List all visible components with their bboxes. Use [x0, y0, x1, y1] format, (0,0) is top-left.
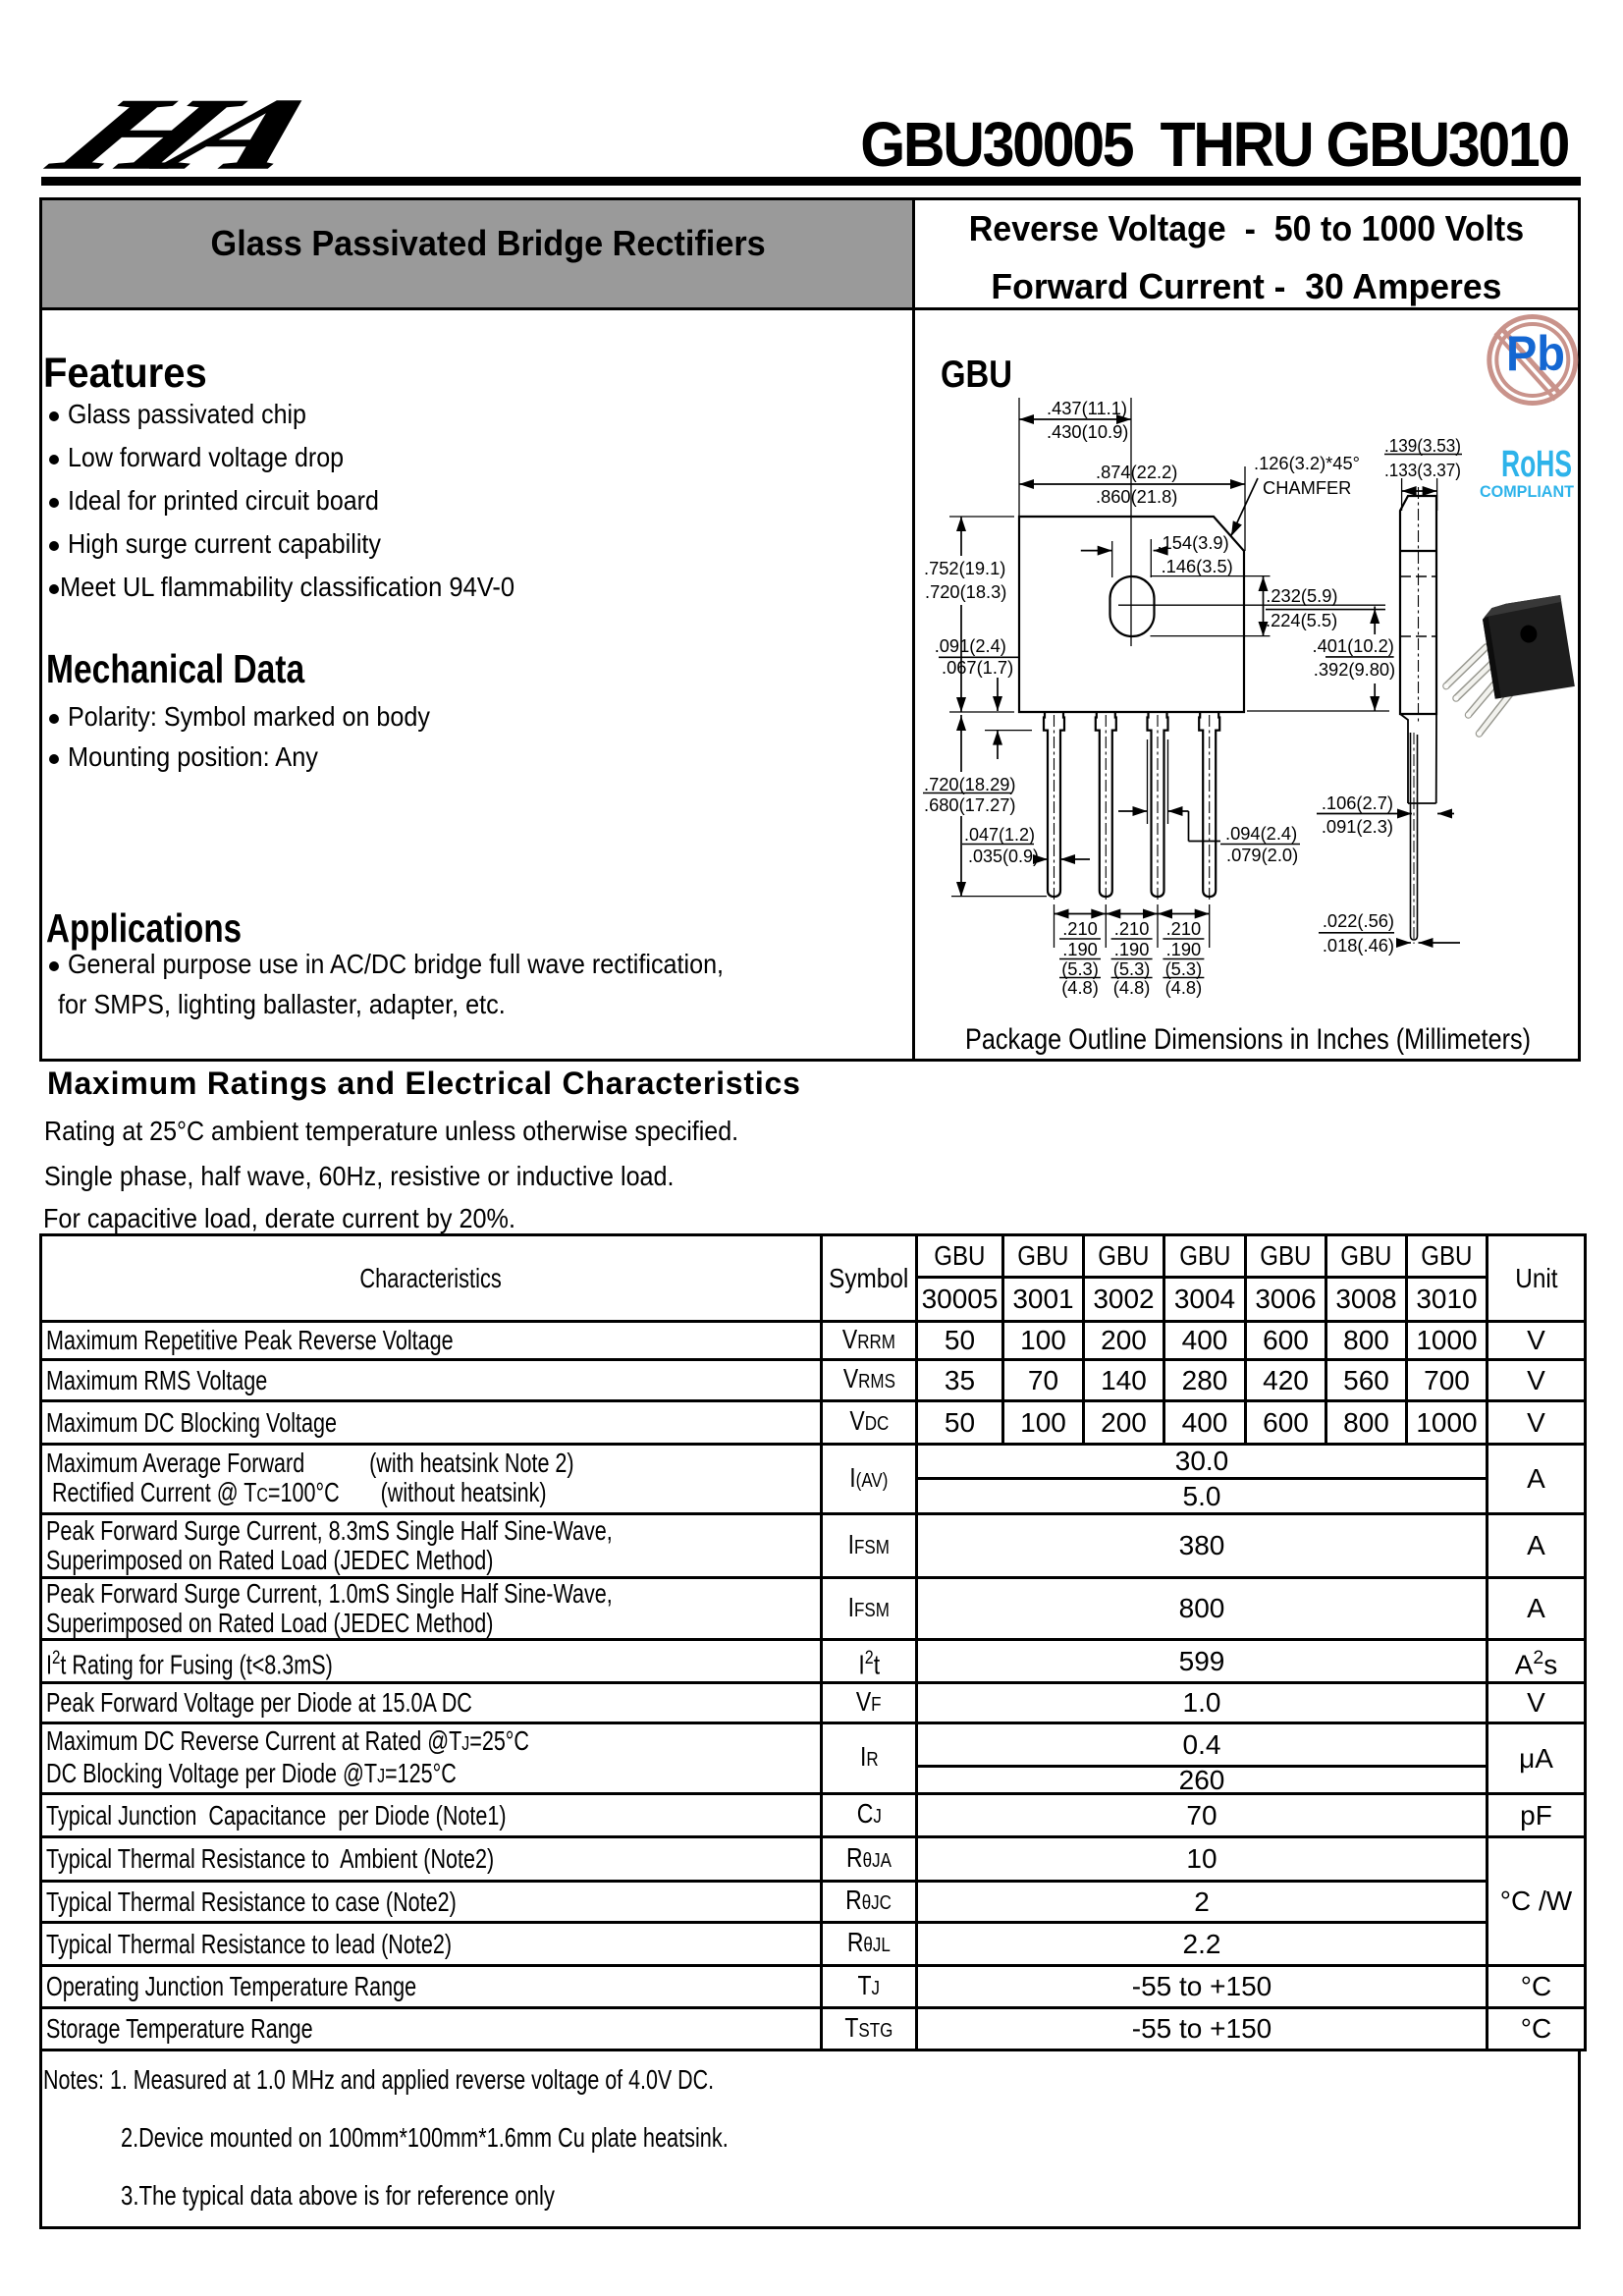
svg-text:.680(17.27): .680(17.27) — [924, 794, 1016, 815]
svg-text:.232(5.9): .232(5.9) — [1266, 585, 1337, 606]
svg-text:.720(18.3): .720(18.3) — [925, 581, 1006, 602]
svg-text:.035(0.9): .035(0.9) — [968, 847, 1039, 866]
svg-text:.210: .210 — [1062, 918, 1098, 939]
svg-text:(4.8): (4.8) — [1113, 977, 1151, 998]
svg-text:.154(3.9): .154(3.9) — [1158, 532, 1229, 553]
svg-text:.047(1.2): .047(1.2) — [964, 825, 1035, 845]
svg-text:(5.3): (5.3) — [1061, 958, 1099, 979]
svg-text:.146(3.5): .146(3.5) — [1162, 556, 1233, 576]
svg-text:GBU: GBU — [941, 354, 1012, 396]
svg-text:.437(11.1): .437(11.1) — [1047, 398, 1127, 418]
svg-text:.067(1.7): .067(1.7) — [942, 657, 1013, 678]
svg-text:(5.3): (5.3) — [1165, 958, 1203, 979]
svg-text:.022(.56): .022(.56) — [1323, 910, 1394, 931]
svg-text:.874(22.2): .874(22.2) — [1096, 462, 1177, 482]
svg-text:.430(10.9): .430(10.9) — [1047, 421, 1128, 442]
svg-text:Pb: Pb — [1506, 326, 1565, 381]
svg-text:(4.8): (4.8) — [1061, 977, 1099, 998]
svg-text:.094(2.4): .094(2.4) — [1225, 823, 1297, 844]
svg-text:.133(3.37): .133(3.37) — [1384, 460, 1461, 480]
svg-text:COMPLIANT: COMPLIANT — [1480, 482, 1575, 501]
svg-text:.106(2.7): .106(2.7) — [1322, 793, 1393, 813]
svg-text:.224(5.5): .224(5.5) — [1266, 610, 1337, 630]
svg-text:CHAMFER: CHAMFER — [1263, 477, 1351, 498]
svg-text:.190: .190 — [1166, 939, 1202, 959]
svg-text:.190: .190 — [1114, 939, 1150, 959]
svg-text:.091(2.4): .091(2.4) — [935, 635, 1006, 656]
svg-text:.079(2.0): .079(2.0) — [1226, 845, 1298, 865]
svg-text:RoHS: RoHS — [1501, 444, 1572, 485]
svg-text:.860(21.8): .860(21.8) — [1096, 486, 1177, 507]
svg-text:HA: HA — [39, 88, 314, 182]
svg-text:(4.8): (4.8) — [1165, 977, 1203, 998]
svg-text:.210: .210 — [1166, 918, 1202, 939]
svg-text:.210: .210 — [1114, 918, 1150, 939]
svg-text:Package Outline Dimensions in: Package Outline Dimensions in Inches (Mi… — [965, 1023, 1531, 1056]
svg-text:.401(10.2): .401(10.2) — [1313, 635, 1394, 656]
svg-text:(5.3): (5.3) — [1113, 958, 1151, 979]
svg-text:.139(3.53): .139(3.53) — [1384, 435, 1461, 456]
svg-text:.752(19.1): .752(19.1) — [924, 558, 1005, 578]
svg-text:.091(2.3): .091(2.3) — [1322, 816, 1393, 837]
svg-text:.126(3.2)*45°: .126(3.2)*45° — [1254, 453, 1360, 473]
svg-text:.190: .190 — [1062, 939, 1098, 959]
svg-text:.392(9.80): .392(9.80) — [1314, 659, 1395, 680]
svg-text:.018(.46): .018(.46) — [1323, 935, 1394, 956]
svg-text:.720(18.29): .720(18.29) — [924, 774, 1016, 794]
